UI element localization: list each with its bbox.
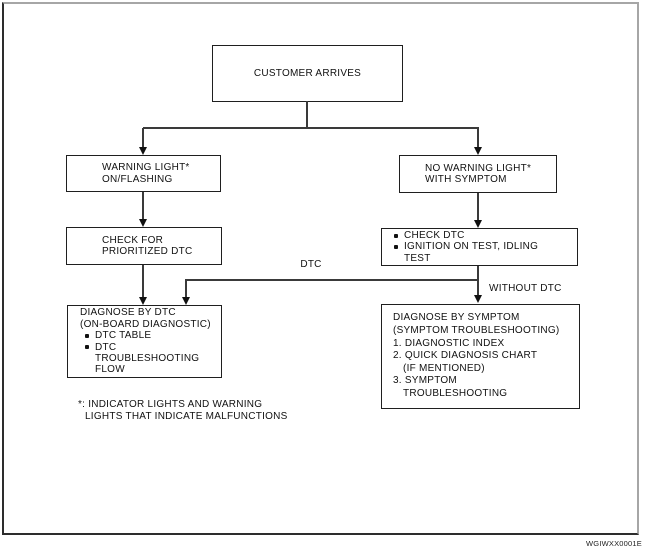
connector-customer-down (306, 101, 308, 129)
arrow-down-icon (474, 295, 482, 303)
connector-to-no-warning (477, 128, 479, 149)
bullet-icon (394, 233, 398, 238)
bullet-icon (394, 245, 398, 249)
connector-dtc-branch (185, 279, 479, 281)
numbered-item: 1. DIAGNOSTIC INDEX (393, 337, 505, 349)
node-line: ON/FLASHING (102, 173, 173, 185)
node-check-dtc: CHECK DTC IGNITION ON TEST, IDLING TEST (381, 228, 578, 266)
bullet-text: IGNITION ON TEST, IDLING (404, 241, 539, 253)
bullet-row: CHECK DTC (394, 230, 577, 242)
bullet-text: DTC TABLE (95, 330, 152, 342)
bullet-row: IGNITION ON TEST, IDLING (394, 241, 577, 253)
node-label: CUSTOMER ARRIVES (253, 67, 362, 79)
node-line: WARNING LIGHT* (102, 162, 190, 173)
node-warning-light-on-flashing: WARNING LIGHT* ON/FLASHING (66, 155, 221, 192)
node-no-warning-light-with-symptom: NO WARNING LIGHT* WITH SYMPTOM (399, 155, 557, 193)
numbered-item-continuation: TROUBLESHOOTING (403, 387, 508, 399)
bullet-text: DTC (95, 341, 117, 353)
connector-warning-to-check (142, 192, 144, 220)
node-line: PRIORITIZED DTC (102, 246, 193, 257)
node-title: DIAGNOSE BY SYMPTOM (393, 312, 520, 324)
arrow-down-icon (182, 297, 190, 305)
bullet-text-continuation: TROUBLESHOOTING (95, 352, 200, 364)
node-line: NO WARNING LIGHT* (425, 162, 532, 174)
node-customer-arrives: CUSTOMER ARRIVES (212, 45, 403, 102)
arrow-down-icon (139, 147, 147, 155)
bullet-icon (85, 333, 89, 338)
connector-to-warning (142, 128, 144, 149)
node-diagnose-by-symptom: DIAGNOSE BY SYMPTOM (SYMPTOM TROUBLESHOO… (381, 304, 580, 409)
footnote-line-1: *: INDICATOR LIGHTS AND WARNING (78, 399, 263, 410)
figure-code: WGIWXX0001E (586, 539, 642, 548)
bullet-text: CHECK DTC (404, 229, 465, 241)
bullet-row: DTC (85, 342, 221, 353)
node-subtitle: (SYMPTOM TROUBLESHOOTING) (393, 325, 560, 337)
arrow-down-icon (474, 147, 482, 155)
bullet-row: DTC TABLE (85, 330, 221, 341)
edge-label-dtc: DTC (300, 259, 322, 270)
connector-check-to-diagdtc (142, 265, 144, 298)
node-diagnose-by-dtc: DIAGNOSE BY DTC (ON-BOARD DIAGNOSTIC) DT… (67, 305, 222, 378)
connector-nowarn-to-checkdtc (477, 193, 479, 221)
bullet-icon (85, 345, 89, 350)
numbered-item: 2. QUICK DIAGNOSIS CHART (393, 350, 538, 362)
bullet-text-continuation: TEST (404, 252, 431, 264)
numbered-item-continuation: (IF MENTIONED) (403, 362, 485, 374)
node-line: CHECK FOR (102, 234, 164, 246)
arrow-down-icon (139, 219, 147, 227)
node-check-for-prioritized-dtc: CHECK FOR PRIORITIZED DTC (66, 227, 222, 265)
node-title: DIAGNOSE BY DTC (80, 307, 176, 319)
bullet-text-continuation: FLOW (95, 364, 125, 376)
footnote-line-2: LIGHTS THAT INDICATE MALFUNCTIONS (85, 411, 288, 422)
arrow-down-icon (139, 297, 147, 305)
node-line: WITH SYMPTOM (425, 174, 507, 185)
connector-dtc-branch-down (185, 280, 187, 298)
connector-top-split (143, 127, 479, 129)
node-subtitle: (ON-BOARD DIAGNOSTIC) (80, 318, 211, 330)
connector-checkdtc-down (477, 266, 479, 296)
edge-label-without-dtc: WITHOUT DTC (489, 283, 562, 294)
arrow-down-icon (474, 220, 482, 228)
numbered-item: 3. SYMPTOM (393, 375, 457, 387)
